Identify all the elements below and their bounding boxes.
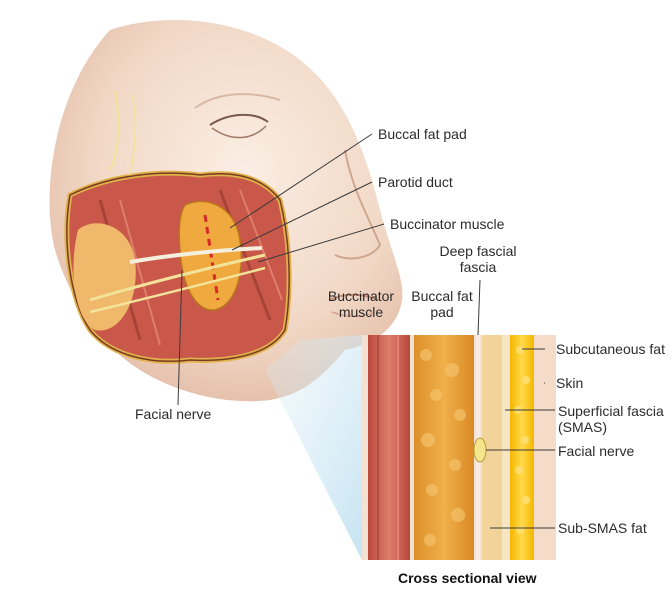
caption: Cross sectional view bbox=[398, 570, 537, 586]
dissection-window bbox=[64, 89, 292, 364]
zoom-cone bbox=[265, 335, 362, 560]
label-skin: Skin bbox=[556, 375, 584, 391]
label-buccinator-muscle: Buccinator muscle bbox=[390, 216, 505, 232]
label-parotid-duct: Parotid duct bbox=[378, 174, 453, 190]
xs-sub-smas-fat bbox=[482, 335, 502, 560]
label-buccal-fat-pad: Buccal fat pad bbox=[378, 126, 467, 142]
label-xs-buccal-fat-pad: Buccal fat pad bbox=[411, 288, 473, 320]
label-xs-facial-nerve: Facial nerve bbox=[558, 443, 635, 459]
xs-buccinator-layer bbox=[368, 335, 410, 560]
label-sub-smas-fat: Sub-SMAS fat bbox=[558, 520, 647, 536]
cross-section bbox=[362, 335, 556, 560]
xs-facial-nerve-dot bbox=[473, 437, 487, 463]
xs-skin-layer bbox=[534, 335, 556, 560]
label-superficial-fascia: Superficial fascia (SMAS) bbox=[558, 403, 664, 435]
label-subcutaneous-fat: Subcutaneous fat bbox=[556, 341, 665, 357]
xs-smas-layer bbox=[502, 335, 508, 560]
xs-subcutaneous-fat bbox=[510, 335, 534, 560]
label-deep-fascial-fascia: Deep fascial fascia bbox=[439, 243, 517, 275]
label-xs-buccinator-muscle: Buccinator muscle bbox=[327, 288, 395, 320]
leader-lines bbox=[177, 133, 555, 529]
xs-buccal-fat-layer bbox=[414, 335, 474, 560]
label-facial-nerve: Facial nerve bbox=[135, 406, 212, 422]
